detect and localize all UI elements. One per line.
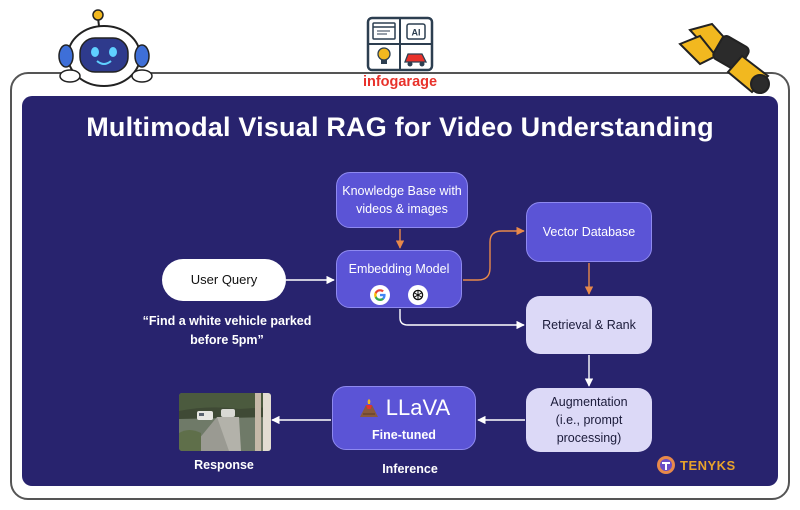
user-query-label: User Query (190, 271, 258, 287)
node-llava: LLaVA Fine-tuned (332, 386, 476, 450)
inference-label: Inference (382, 462, 438, 476)
brand-name: infogarage (362, 74, 438, 90)
infogarage-logo-icon: AI (366, 16, 434, 72)
retrieval-label: Retrieval & Rank (542, 317, 636, 332)
node-knowledge-base: Knowledge Base with videos & images (336, 172, 468, 228)
volcano-icon (359, 398, 378, 417)
llava-title: LLaVA (385, 394, 451, 420)
query-line-2: before 5pm” (190, 332, 264, 347)
node-augmentation: Augmentation (i.e., prompt processing) (526, 388, 652, 452)
kb-line-1: Knowledge Base with (342, 183, 462, 198)
query-line-1: “Find a white vehicle parked (142, 314, 312, 328)
vector-label: Vector Database (542, 224, 636, 239)
embedding-label: Embedding Model (348, 262, 450, 276)
node-embedding-model: Embedding Model (336, 250, 462, 308)
tenyks-name: TENYKS (680, 457, 736, 473)
augmentation-line-3: processing) (556, 431, 622, 446)
response-label: Response (194, 458, 254, 472)
node-user-query: User Query (162, 259, 286, 301)
google-logo-icon (370, 285, 390, 306)
augmentation-line-2: (i.e., prompt (555, 412, 623, 427)
brand-logo: AI infogarage (352, 16, 448, 92)
response-image (179, 393, 271, 451)
tenyks-brand: TENYKS (656, 455, 736, 475)
tenyks-logo-icon (657, 456, 675, 474)
augmentation-line-1: Augmentation (550, 394, 628, 409)
node-vector-database: Vector Database (526, 202, 652, 262)
diagram-title: Multimodal Visual RAG for Video Understa… (86, 112, 714, 142)
openai-logo-icon (408, 285, 428, 306)
node-retrieval-rank: Retrieval & Rank (526, 296, 652, 354)
query-example: “Find a white vehicle parked before 5pm” (138, 312, 316, 350)
llava-subtitle: Fine-tuned (372, 427, 436, 442)
kb-line-2: videos & images (356, 202, 448, 216)
ai-badge: AI (412, 28, 421, 38)
